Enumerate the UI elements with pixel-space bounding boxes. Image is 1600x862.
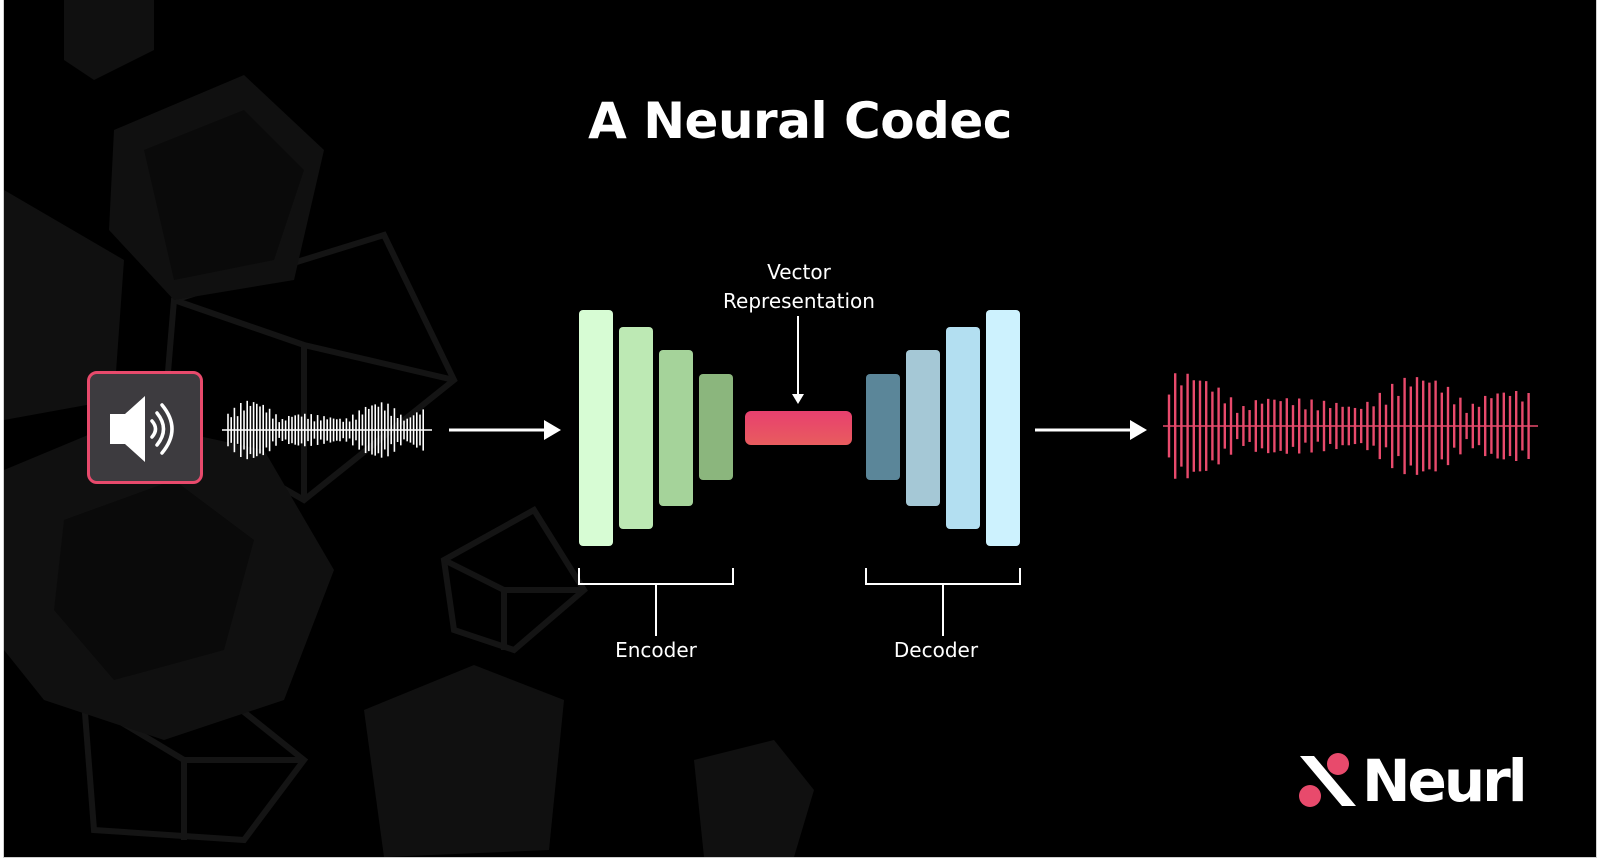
down-arrow-icon	[792, 316, 804, 404]
decoder-layer-1	[866, 374, 900, 480]
vector-representation-label: Vector Representation	[723, 260, 875, 313]
codec-diagram	[222, 310, 1538, 636]
encoder-layer-1	[579, 310, 613, 546]
decoder-layers	[866, 310, 1020, 546]
vector-representation-bar	[745, 411, 852, 445]
encoder-layer-2	[619, 327, 653, 529]
logo-mark-icon	[1299, 753, 1356, 807]
right-arrow-icon	[1035, 420, 1147, 440]
decoder-label: Decoder	[893, 638, 979, 662]
decoder-layer-2	[906, 350, 940, 506]
output-waveform	[1163, 373, 1538, 479]
encoder-label: Encoder	[615, 638, 697, 662]
encoder-layers	[579, 310, 733, 546]
decoder-layer-3	[946, 327, 980, 529]
decoder-bracket	[865, 568, 1021, 636]
logo-text: Neurl	[1362, 747, 1528, 815]
encoder-bracket	[578, 568, 734, 636]
encoder-layer-4	[699, 374, 733, 480]
diagram-title: A Neural Codec	[588, 92, 1012, 150]
audio-input-box	[87, 371, 203, 484]
background-cubes	[4, 0, 814, 857]
input-waveform	[222, 400, 432, 460]
slide: A Neural Codec	[3, 0, 1597, 858]
decoder-layer-4	[986, 310, 1020, 546]
neurl-logo: Neurl	[1298, 750, 1538, 814]
right-arrow-icon	[449, 420, 561, 440]
speaker-volume-icon	[110, 396, 174, 462]
encoder-layer-3	[659, 350, 693, 506]
